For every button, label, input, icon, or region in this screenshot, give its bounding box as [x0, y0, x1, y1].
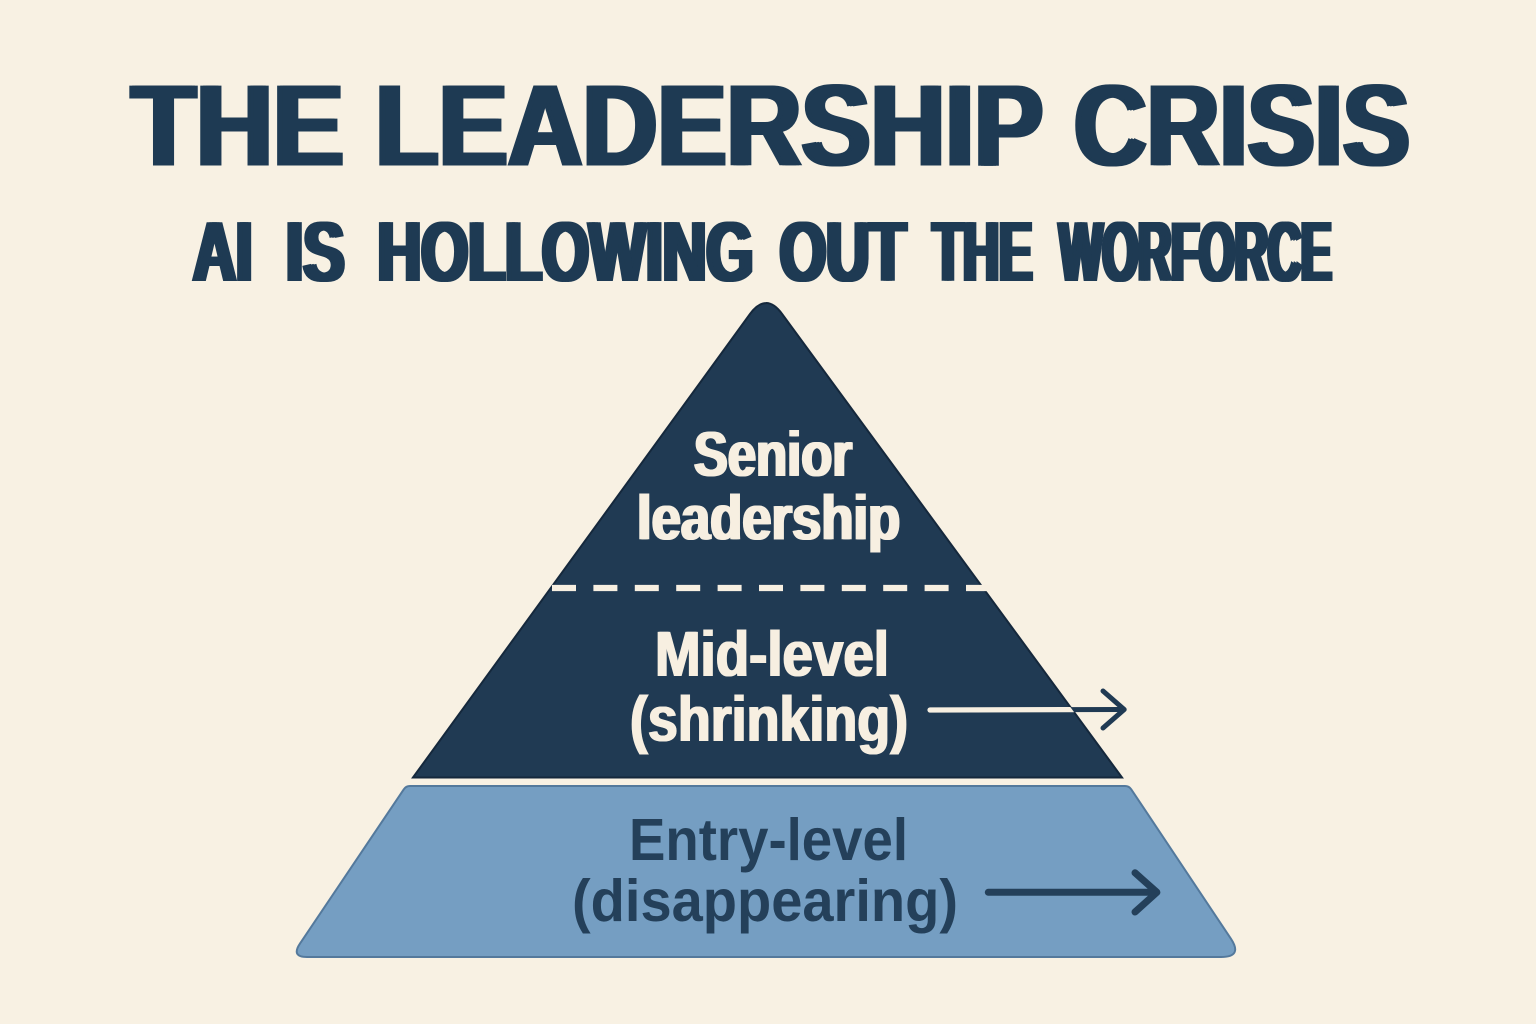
svg-text:IS: IS	[286, 205, 345, 300]
svg-text:Senior: Senior	[693, 420, 851, 490]
svg-text:CRISIS: CRISIS	[1071, 61, 1407, 191]
svg-text:WORFORCE: WORFORCE	[1057, 205, 1329, 300]
svg-text:CRISIS: CRISIS	[1077, 61, 1413, 191]
svg-text:AI: AI	[196, 205, 256, 300]
svg-text:LEADERSHIP: LEADERSHIP	[378, 61, 1046, 191]
svg-text:Entry-level: Entry-level	[629, 807, 908, 873]
svg-text:THE: THE	[936, 205, 1036, 300]
svg-text:leadership: leadership	[638, 484, 901, 554]
svg-text:(shrinking): (shrinking)	[629, 683, 907, 755]
svg-text:Senior: Senior	[695, 420, 853, 490]
svg-text:THE: THE	[128, 61, 341, 191]
svg-text:HOLLOWING: HOLLOWING	[380, 205, 756, 300]
svg-text:THE: THE	[933, 205, 1033, 300]
svg-text:leadership: leadership	[636, 484, 899, 554]
svg-text:AI: AI	[190, 205, 250, 300]
svg-text:THE: THE	[131, 61, 344, 191]
svg-text:(shrinking): (shrinking)	[631, 683, 909, 755]
svg-text:LEADERSHIP: LEADERSHIP	[375, 61, 1043, 191]
svg-text:IS: IS	[289, 205, 348, 300]
svg-text:LEADERSHIP: LEADERSHIP	[372, 61, 1040, 191]
svg-text:Mid-level: Mid-level	[656, 618, 890, 690]
svg-text:WORFORCE: WORFORCE	[1059, 205, 1331, 300]
svg-text:Mid-level: Mid-level	[654, 618, 888, 690]
svg-text:OUT: OUT	[777, 205, 903, 300]
svg-text:Senior: Senior	[694, 420, 852, 490]
svg-text:leadership: leadership	[637, 484, 900, 554]
svg-text:THE: THE	[930, 205, 1030, 300]
svg-text:IS: IS	[283, 205, 342, 300]
svg-text:OUT: OUT	[780, 205, 906, 300]
svg-text:(disappearing): (disappearing)	[572, 868, 958, 934]
svg-text:WORFORCE: WORFORCE	[1062, 205, 1334, 300]
svg-text:HOLLOWING: HOLLOWING	[375, 205, 751, 300]
svg-text:HOLLOWING: HOLLOWING	[378, 205, 754, 300]
svg-text:AI: AI	[193, 205, 253, 300]
svg-text:OUT: OUT	[783, 205, 909, 300]
svg-text:CRISIS: CRISIS	[1074, 61, 1410, 191]
svg-text:THE: THE	[134, 61, 347, 191]
svg-text:(shrinking): (shrinking)	[630, 683, 908, 755]
svg-text:Mid-level: Mid-level	[655, 618, 889, 690]
